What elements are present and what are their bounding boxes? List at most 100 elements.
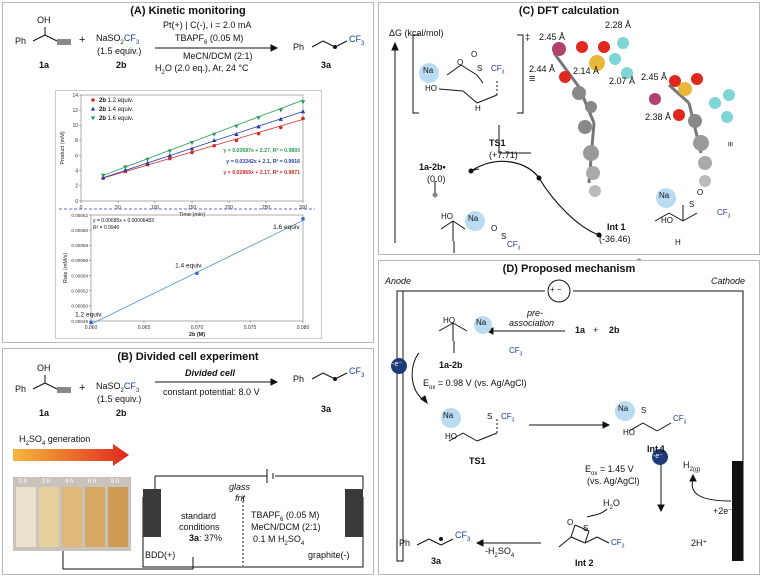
start-cf3: CF3 [507, 240, 521, 252]
y-tick-label: 0.00048 [71, 319, 88, 324]
anode-label: Anode [385, 276, 412, 286]
panel-proposed-mechanism: (D) Proposed mechanism [378, 260, 760, 575]
data-point [167, 149, 172, 154]
data-point [301, 116, 305, 121]
comp-cf3: CF3 [509, 346, 523, 358]
x-tick-label: 100 [151, 205, 160, 211]
int1-h: H [675, 238, 681, 247]
plus-sign: + [79, 34, 86, 46]
y-tick-label: 0.00058 [71, 243, 88, 248]
legend-marker [90, 106, 96, 111]
product-ph: Ph [293, 374, 305, 384]
complex-1a-2b: 1a-2b [439, 360, 463, 370]
x-axis-label: 2b (M) [189, 332, 205, 338]
equivalence-sign: ≡ [529, 73, 536, 85]
int2-cf3: CF3 [611, 538, 625, 550]
ts1-label: TS1 [469, 456, 486, 466]
data-point [212, 132, 217, 137]
product-label-3a: 3a [321, 60, 332, 70]
data-point [278, 116, 283, 121]
two-proton-label: 2H⁺ [691, 538, 708, 548]
reactant-oh: OH [37, 363, 51, 373]
vial-time-8: 8 h [111, 479, 120, 485]
y-tick-label: 10 [72, 123, 78, 129]
electrolyte-1: TBAPF6 (0.05 M) [251, 510, 320, 523]
condition-potential: constant potential: 8.0 V [163, 387, 260, 397]
energy-axis-label: ΔG (kcal/mol) [389, 28, 444, 38]
product-ph: Ph [399, 538, 411, 548]
int1-label: Int 1 [607, 222, 626, 232]
ts-o2: O [471, 50, 478, 59]
equivalence-sign-2: ≡ [725, 141, 736, 147]
fit-line [103, 119, 304, 179]
reaction-scheme-b [13, 372, 364, 570]
oxidation-potential-2: Eox = 1.45 V [585, 464, 634, 477]
na-highlight [441, 408, 461, 428]
vial-time-6: 6 h [88, 479, 97, 485]
distance-2: 2.28 Å [605, 20, 632, 30]
x-tick-label: 0.080 [297, 325, 310, 331]
y-tick-label: 0.00050 [71, 304, 88, 309]
int1-s: S [641, 406, 647, 415]
reagent-label-2b: 2b [116, 408, 127, 418]
plus-sign: + [593, 325, 599, 335]
ts-na: Na [443, 411, 454, 420]
na-highlight [656, 188, 676, 208]
y-tick-label: 2 [75, 184, 78, 190]
distance-3: 2.44 Å [529, 64, 556, 74]
conditions-label: conditions [179, 522, 220, 532]
panel-dft-calculation: (C) DFT calculation [378, 2, 760, 264]
y-tick-label: 12 [72, 108, 78, 114]
oxidation-reference-2: (vs. Ag/AgCl) [587, 476, 640, 486]
int1-ho: HO [661, 216, 673, 225]
comp-na: Na [476, 318, 487, 327]
dft-molecule-int1 [649, 73, 735, 187]
kinetics-chart-frame [55, 90, 322, 339]
int2-s: S [583, 524, 589, 533]
int1-s: S [689, 200, 695, 209]
y-tick-label: 14 [72, 93, 78, 99]
start-o: O [491, 224, 498, 233]
data-point [167, 153, 172, 158]
x-tick-label: 50 [115, 205, 121, 211]
pre-association-label-1: pre- [527, 308, 544, 318]
vial-series [16, 487, 128, 547]
int1-ho: HO [623, 428, 635, 437]
start-label: 1a-2b• [419, 162, 446, 172]
panel-title: (A) Kinetic monitoring [130, 5, 246, 17]
product-cf3: CF3 [455, 530, 471, 543]
data-label: 1.6 equiv. [273, 224, 301, 231]
data-point [123, 167, 128, 172]
data-label: 1.4 equiv. [175, 262, 203, 269]
standard-label: standard [181, 511, 217, 521]
y-axis-label: Product (mM) [60, 131, 66, 164]
power-source-symbol: + − [550, 285, 562, 294]
electron-badge-1: -e⁻ [392, 361, 402, 368]
product-cf3: CF3 [349, 34, 365, 47]
data-point [234, 131, 239, 136]
y-tick-label: 0.00052 [71, 289, 88, 294]
data-point [101, 173, 106, 178]
ts-o1: O [457, 58, 464, 67]
glass-label: glass [229, 482, 251, 492]
vial-time-2: 2 h [42, 479, 51, 485]
energy-profile [391, 34, 735, 264]
start-ho: HO [441, 212, 453, 221]
ts1-label: TS1 [489, 138, 506, 148]
fit-line [103, 99, 304, 176]
distance-7: 2.38 Å [645, 112, 672, 122]
plus-sign: + [79, 382, 86, 394]
pre-association-label-2: association [509, 318, 555, 328]
electron-badge-2: -e⁻ [653, 453, 663, 460]
data-point [212, 143, 216, 148]
rate-vs-concentration-chart: 0.000480.000500.000520.000540.000560.000… [59, 208, 315, 338]
ts-h: H [475, 104, 481, 113]
frit-label: frit [235, 493, 245, 503]
int2-o: O [567, 518, 574, 527]
data-point [195, 271, 199, 275]
ts-cf3: CF3 [501, 412, 515, 424]
reagent-equiv: (1.5 equiv.) [97, 46, 142, 56]
panel-kinetic-monitoring: (A) Kinetic monitoring OH Ph 1a + NaSO2C… [2, 2, 374, 343]
y-tick-label: 0.00062 [71, 213, 88, 218]
